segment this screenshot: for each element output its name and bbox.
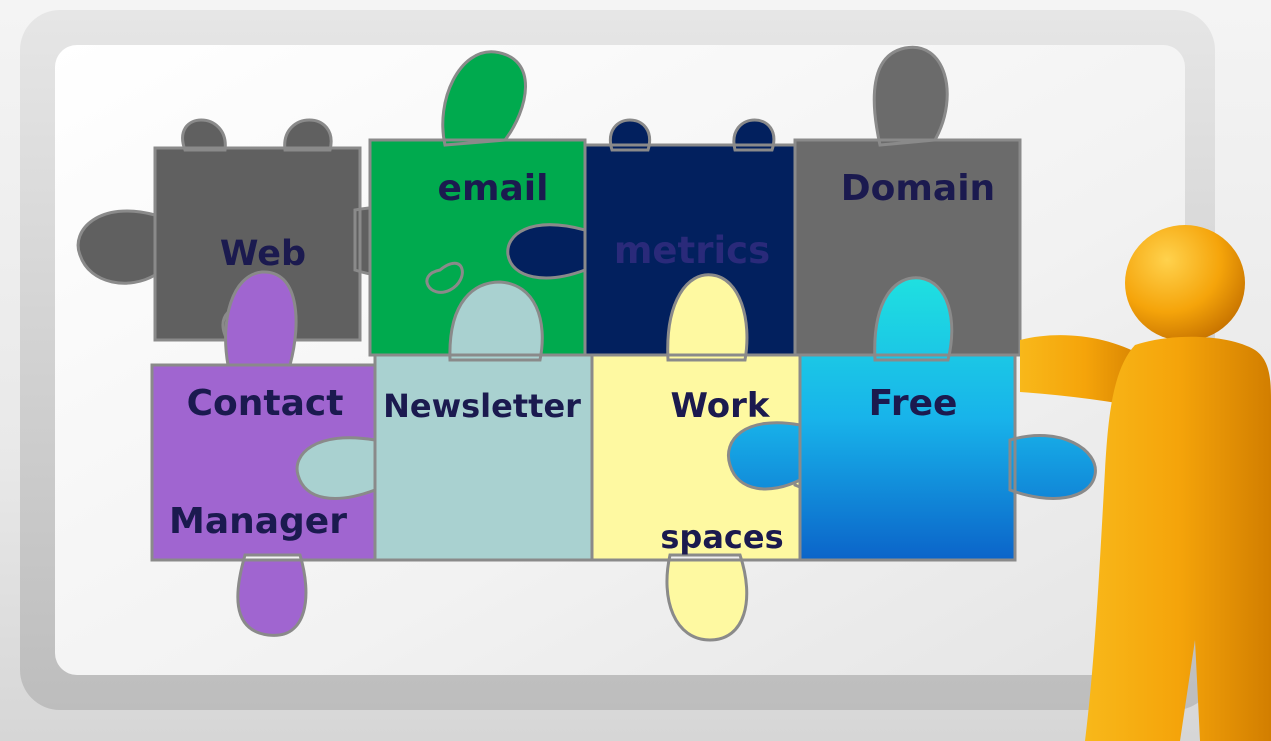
puzzle-piece-free [727,276,1097,562]
label-contact: Contact [187,383,344,424]
puzzle-labels: Web email metrics Domain Contact Manager… [169,168,995,556]
label-free: Free [869,383,958,424]
presenter-head [1125,225,1245,341]
label-web: Web [220,234,306,274]
label-email: email [438,168,549,209]
label-newsletter: Newsletter [383,387,581,425]
puzzle-piece-web [76,118,442,342]
label-spaces: spaces [660,518,783,556]
label-manager: Manager [169,501,347,542]
label-domain: Domain [841,168,995,209]
puzzle-piece-email [368,50,587,357]
puzzle-piece-contact-manager [150,270,377,637]
puzzle [76,45,1097,642]
presenter-body [1085,336,1271,741]
presenter-figure [1020,225,1271,741]
label-metrics: metrics [614,229,770,272]
label-work: Work [670,386,770,426]
